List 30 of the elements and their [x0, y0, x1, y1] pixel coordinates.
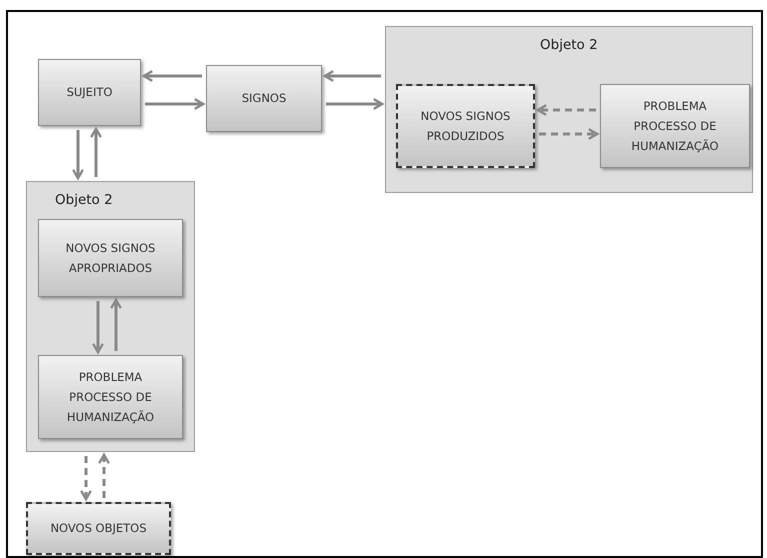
process-box — [38, 219, 183, 297]
arrow — [145, 98, 204, 110]
box-label: PROBLEMA PROCESSO DE HUMANIZAÇÃO — [66, 368, 156, 426]
arrow — [90, 128, 102, 177]
arrow — [72, 130, 84, 180]
box-label: NOVOS SIGNOS APROPRIADOS — [64, 240, 156, 277]
arrow — [539, 128, 598, 140]
process-box — [26, 502, 171, 555]
arrow — [110, 298, 122, 351]
group-title: Objeto 2 — [540, 37, 598, 53]
process-box — [206, 65, 322, 132]
process-box — [396, 84, 535, 168]
group-panel — [385, 26, 753, 193]
process-box — [38, 355, 183, 439]
arrow — [92, 301, 104, 354]
box-label: PROBLEMA PROCESSO DE HUMANIZAÇÃO — [630, 98, 720, 156]
box-label: SIGNOS — [242, 90, 286, 108]
box-label: NOVOS OBJETOS — [50, 520, 147, 538]
arrow — [98, 454, 110, 498]
box-label: SUJEITO — [66, 84, 112, 102]
group-panel — [26, 181, 195, 452]
process-box — [38, 59, 141, 126]
group-title: Objeto 2 — [55, 192, 113, 208]
arrow — [326, 98, 384, 110]
process-box — [600, 84, 750, 168]
arrow — [536, 104, 596, 116]
arrow — [324, 70, 381, 82]
arrow — [80, 456, 92, 500]
box-label: NOVOS SIGNOS PRODUZIDOS — [420, 108, 512, 145]
arrow — [142, 70, 202, 82]
